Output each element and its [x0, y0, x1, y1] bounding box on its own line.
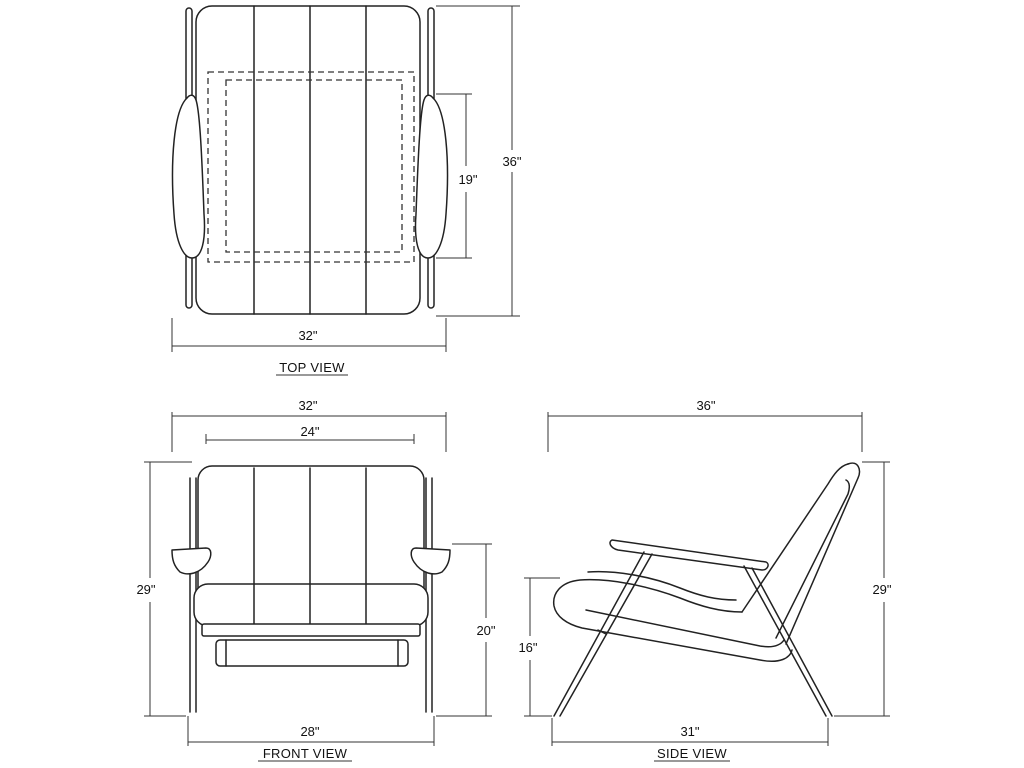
top-view-left-armrest — [171, 94, 206, 259]
side-view-base-dim-label: 31" — [680, 724, 699, 739]
side-view-front-leg — [553, 551, 645, 717]
side-view-back-frame-line — [775, 479, 851, 639]
side-view-caption: SIDE VIEW — [657, 746, 727, 761]
front-view-seat-cushion — [193, 583, 429, 627]
top-view-right-armrest — [414, 94, 449, 259]
front-view-arm-dim-label: 20" — [476, 623, 495, 638]
side-view: 36" 29" 16" 31" SIDE VIEW — [518, 398, 892, 762]
side-view-seat-frame-outer — [552, 578, 793, 662]
side-view-rear-leg — [751, 567, 833, 717]
side-view-seat-cushion-line — [587, 570, 737, 601]
side-view-seat-frame-inner — [585, 609, 785, 648]
top-view: 19" 36" 32" TOP VIEW — [171, 5, 522, 376]
top-view-seat-frame-inner-hidden — [225, 79, 403, 253]
front-view-inner-dim-label: 24" — [300, 424, 319, 439]
side-view-back-frame-outer — [785, 462, 861, 645]
side-view-leg-joint — [597, 629, 607, 635]
front-view-right-armrest — [410, 547, 451, 575]
side-view-depth-dim-label: 36" — [696, 398, 715, 413]
front-view-base-dim-label: 28" — [300, 724, 319, 739]
top-view-seat-frame-hidden — [207, 71, 415, 263]
side-view-rear-leg — [743, 565, 827, 717]
side-view-height-dim-label: 29" — [872, 582, 891, 597]
side-view-front-leg — [559, 553, 653, 717]
side-view-seat-dim-label: 16" — [518, 640, 537, 655]
side-view-armrest — [609, 539, 769, 571]
front-view-base-pan — [215, 639, 409, 667]
top-view-width-dim-label: 32" — [298, 328, 317, 343]
top-view-depth-dim-label: 36" — [502, 154, 521, 169]
front-view-width-dim-label: 32" — [298, 398, 317, 413]
top-view-cushion — [195, 5, 421, 315]
top-view-caption: TOP VIEW — [279, 360, 345, 375]
front-view-left-armrest — [171, 547, 212, 575]
front-view: 32" 24" 29" 20" 28" FRONT VIEW — [136, 398, 496, 762]
front-view-caption: FRONT VIEW — [263, 746, 348, 761]
top-view-seat-dim-label: 19" — [458, 172, 477, 187]
front-view-height-dim-label: 29" — [136, 582, 155, 597]
side-view-back-frame-inner — [741, 463, 849, 613]
front-view-seat-frame — [201, 623, 421, 637]
